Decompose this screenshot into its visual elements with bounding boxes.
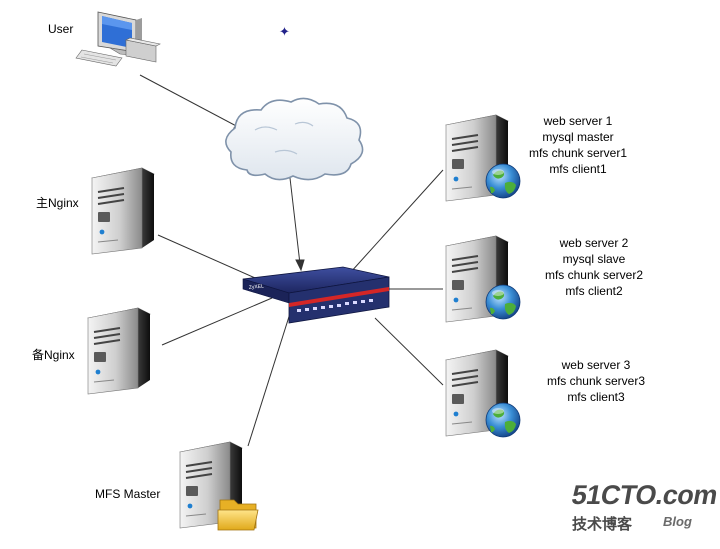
link-cloud-switch bbox=[289, 177, 301, 265]
globe-icon bbox=[485, 284, 521, 320]
folder-icon bbox=[217, 499, 259, 531]
desktop-computer-icon bbox=[75, 11, 161, 67]
globe-icon bbox=[485, 402, 521, 438]
link-switch-nginx-backup bbox=[161, 297, 273, 346]
server1-line-1: web server 1 bbox=[543, 114, 613, 128]
server2-line-2: mysql slave bbox=[562, 252, 626, 266]
server2-line-3: mfs chunk server2 bbox=[544, 268, 644, 282]
globe-icon bbox=[485, 163, 521, 199]
arrowhead-cloud-switch bbox=[295, 259, 305, 272]
server3-line-3: mfs client3 bbox=[567, 390, 625, 404]
server1-line-3: mfs chunk server1 bbox=[528, 146, 628, 160]
mfs-master-label: MFS Master bbox=[95, 487, 161, 501]
server2-line-4: mfs client2 bbox=[565, 284, 623, 298]
nginx-main-label: 主Nginx bbox=[36, 196, 79, 210]
link-user-cloud bbox=[139, 74, 241, 129]
nginx-backup-label: 备Nginx bbox=[32, 348, 75, 362]
server1-label: web server 1 mysql master mfs chunk serv… bbox=[522, 113, 634, 177]
link-switch-nginx-main bbox=[157, 234, 263, 282]
server1-line-2: mysql master bbox=[542, 130, 614, 144]
watermark-blog: Blog bbox=[663, 514, 692, 529]
server-tower-icon bbox=[91, 167, 155, 255]
connection-lines bbox=[139, 74, 444, 447]
switch-brand-label: ZyXEL bbox=[249, 283, 265, 291]
server2-line-1: web server 2 bbox=[559, 236, 629, 250]
watermark-logo: 51CTO.com bbox=[569, 480, 720, 510]
link-switch-server1 bbox=[349, 169, 444, 274]
cloud-icon bbox=[225, 97, 364, 181]
server1-line-4: mfs client1 bbox=[549, 162, 607, 176]
link-switch-mfs-master bbox=[247, 303, 294, 447]
server3-line-1: web server 3 bbox=[561, 358, 631, 372]
network-switch-icon: ZyXEL bbox=[242, 266, 390, 324]
server-tower-icon bbox=[87, 307, 151, 395]
link-switch-server3 bbox=[374, 317, 444, 386]
server2-label: web server 2 mysql slave mfs chunk serve… bbox=[538, 235, 650, 299]
crosshair-cursor-icon: ✦ bbox=[279, 25, 290, 40]
watermark-subtitle: 技术博客 bbox=[572, 515, 633, 533]
server3-line-2: mfs chunk server3 bbox=[546, 374, 646, 388]
user-label: User bbox=[48, 22, 74, 36]
server3-label: web server 3 mfs chunk server3 mfs clien… bbox=[540, 357, 652, 405]
